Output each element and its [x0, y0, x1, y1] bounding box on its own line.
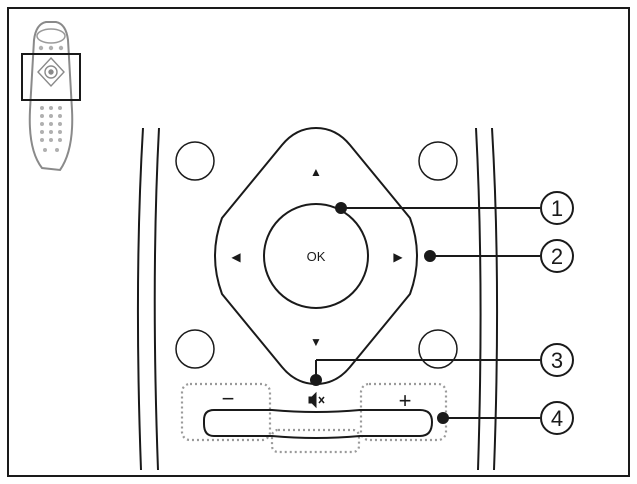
callout-3: 3: [540, 343, 574, 377]
callout-1-number: 1: [551, 196, 563, 221]
callout-2: 2: [540, 239, 574, 273]
callout-leaders: [310, 202, 540, 424]
volume-dotted-outline-right: [359, 382, 448, 442]
volume-dotted-outline-bottom: [270, 428, 361, 454]
thumbnail-highlight-box: [21, 53, 81, 101]
callout-3-number: 3: [551, 348, 563, 373]
corner-button-bottom-right[interactable]: [418, 329, 458, 369]
mute-icon: [308, 391, 325, 409]
corner-button-top-right[interactable]: [418, 141, 458, 181]
thumbnail-nav-pad: [37, 56, 65, 88]
volume-up-button[interactable]: +: [399, 388, 412, 413]
remote-body-outline: [136, 127, 499, 471]
volume-down-button[interactable]: −: [222, 386, 235, 411]
callout-4-number: 4: [551, 406, 563, 431]
callout-2-number: 2: [551, 244, 563, 269]
volume-rocker-outline: [203, 409, 434, 439]
callout-4: 4: [540, 401, 574, 435]
navigation-up-button[interactable]: ▲: [310, 165, 322, 179]
corner-button-bottom-left[interactable]: [175, 329, 215, 369]
corner-button-top-left[interactable]: [175, 141, 215, 181]
navigation-down-button[interactable]: ▼: [310, 335, 322, 349]
diagram-frame: [7, 7, 630, 477]
ok-button-label: OK: [307, 249, 326, 264]
remote-thumbnail: [21, 21, 81, 172]
navigation-left-button[interactable]: ◀: [231, 250, 241, 264]
volume-dotted-outline-left: [180, 382, 272, 442]
ok-button[interactable]: [263, 203, 369, 309]
navigation-right-button[interactable]: ▶: [393, 250, 403, 264]
mute-button[interactable]: [308, 391, 325, 409]
volume-rocker[interactable]: − +: [180, 382, 448, 454]
callout-1: 1: [540, 191, 574, 225]
